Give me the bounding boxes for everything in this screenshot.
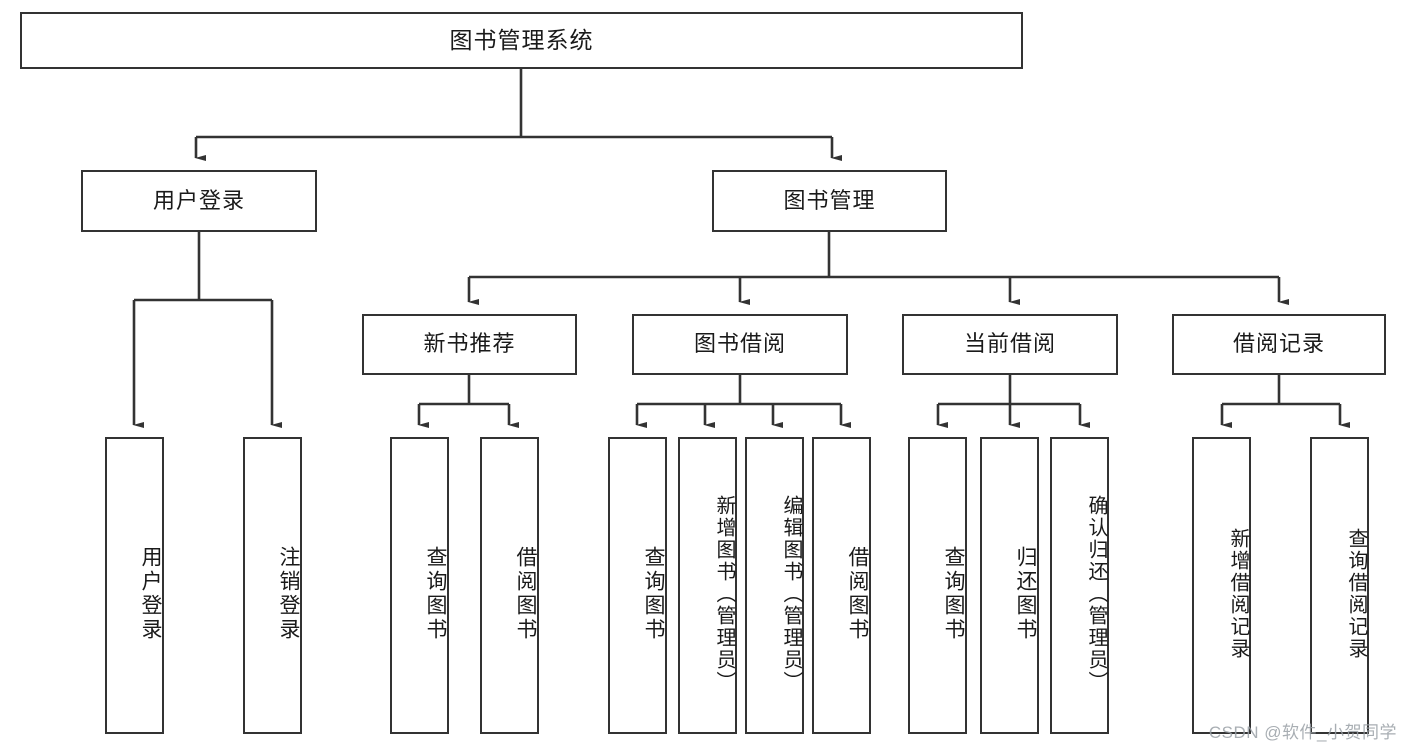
leaf-borrow-record-add[interactable]: 新增借阅记录 — [1192, 437, 1251, 734]
node-label: 当前借阅 — [963, 331, 1056, 357]
node-label: 新增图书（管理员） — [713, 494, 735, 693]
node-borrowing-record[interactable]: 借阅记录 — [1172, 314, 1386, 375]
leaf-borrow-record-query[interactable]: 查询借阅记录 — [1310, 437, 1369, 734]
node-label: 注销登录 — [277, 545, 300, 642]
leaf-user-login-signout[interactable]: 注销登录 — [243, 437, 302, 734]
node-label: 查询借阅记录 — [1345, 527, 1367, 660]
node-user-login[interactable]: 用户登录 — [81, 170, 317, 232]
node-book-borrowing[interactable]: 图书借阅 — [632, 314, 848, 375]
node-label: 编辑图书（管理员） — [780, 494, 802, 693]
node-label: 用户登录 — [152, 187, 245, 213]
leaf-current-borrow-confirm-return[interactable]: 确认归还（管理员） — [1050, 437, 1109, 734]
node-label: 新书推荐 — [423, 331, 516, 357]
node-label: 新增借阅记录 — [1227, 527, 1249, 660]
node-label: 查询图书 — [424, 545, 447, 642]
node-label: 确认归还（管理员） — [1085, 494, 1107, 693]
leaf-new-book-borrow[interactable]: 借阅图书 — [480, 437, 539, 734]
leaf-current-borrow-query[interactable]: 查询图书 — [908, 437, 967, 734]
node-label: 查询图书 — [642, 545, 665, 642]
node-label: 图书管理 — [783, 187, 876, 213]
leaf-book-borrow-edit[interactable]: 编辑图书（管理员） — [745, 437, 804, 734]
node-label: 图书管理系统 — [449, 26, 594, 53]
node-current-borrowing[interactable]: 当前借阅 — [902, 314, 1118, 375]
leaf-user-login-signin[interactable]: 用户登录 — [105, 437, 164, 734]
node-label: 图书借阅 — [693, 331, 786, 357]
node-label: 借阅图书 — [514, 545, 537, 642]
leaf-book-borrow-query[interactable]: 查询图书 — [608, 437, 667, 734]
node-root-book-management-system[interactable]: 图书管理系统 — [20, 12, 1023, 69]
leaf-book-borrow-add[interactable]: 新增图书（管理员） — [678, 437, 737, 734]
leaf-book-borrow-borrow[interactable]: 借阅图书 — [812, 437, 871, 734]
leaf-new-book-query[interactable]: 查询图书 — [390, 437, 449, 734]
watermark-csdn: CSDN @软件_小贺同学 — [1208, 723, 1397, 742]
node-label: 借阅图书 — [846, 545, 869, 642]
node-label: 借阅记录 — [1232, 331, 1325, 357]
node-new-book-recommendation[interactable]: 新书推荐 — [362, 314, 577, 375]
node-label: 查询图书 — [942, 545, 965, 642]
node-label: 用户登录 — [139, 545, 162, 642]
node-label: 归还图书 — [1014, 545, 1037, 642]
leaf-current-borrow-return[interactable]: 归还图书 — [980, 437, 1039, 734]
node-book-management[interactable]: 图书管理 — [712, 170, 947, 232]
